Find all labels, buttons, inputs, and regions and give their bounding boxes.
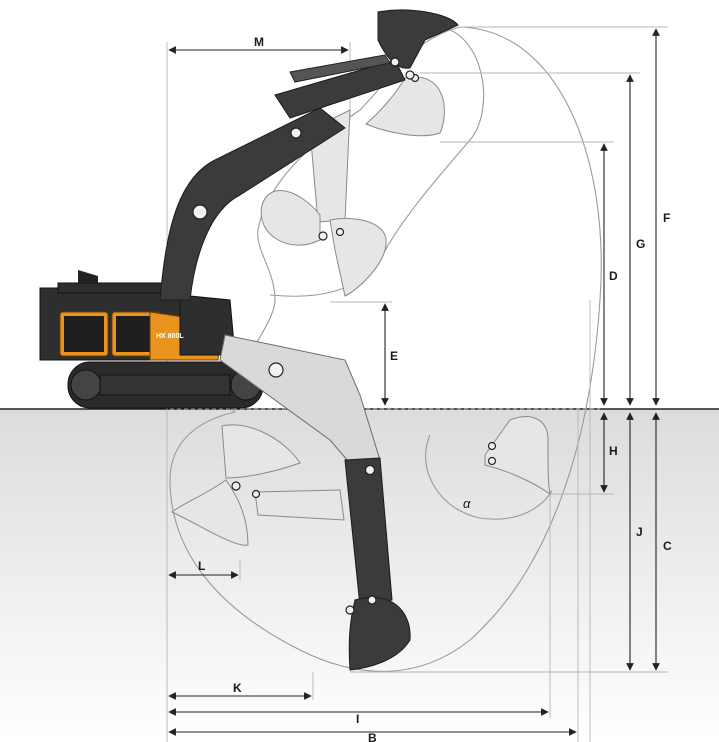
label-I: I [356,712,359,726]
label-F: F [663,211,670,225]
label-alpha: α [463,496,471,511]
label-C: C [663,539,672,553]
ghost-pose-lower-left [171,424,345,546]
label-E: E [390,349,398,363]
dimension-lines [168,28,660,736]
guide-lines [166,26,668,742]
lower-attachment [219,334,411,671]
label-B: B [368,731,377,742]
depth-arc [425,434,553,520]
label-H: H [609,444,618,458]
label-K: K [233,681,242,695]
ghost-pose-right-bucket [484,416,551,496]
excavator-body [39,270,236,361]
label-J: J [636,525,643,539]
machine-model-badge: HX 800L [156,333,184,340]
label-G: G [636,237,645,251]
label-M: M [254,35,264,49]
label-L: L [198,559,205,573]
label-D: D [609,269,618,283]
inner-range-arc [269,27,485,297]
track-assembly [67,361,264,409]
upper-attachment [159,9,459,301]
ghost-pose-top-bucket [365,73,445,137]
